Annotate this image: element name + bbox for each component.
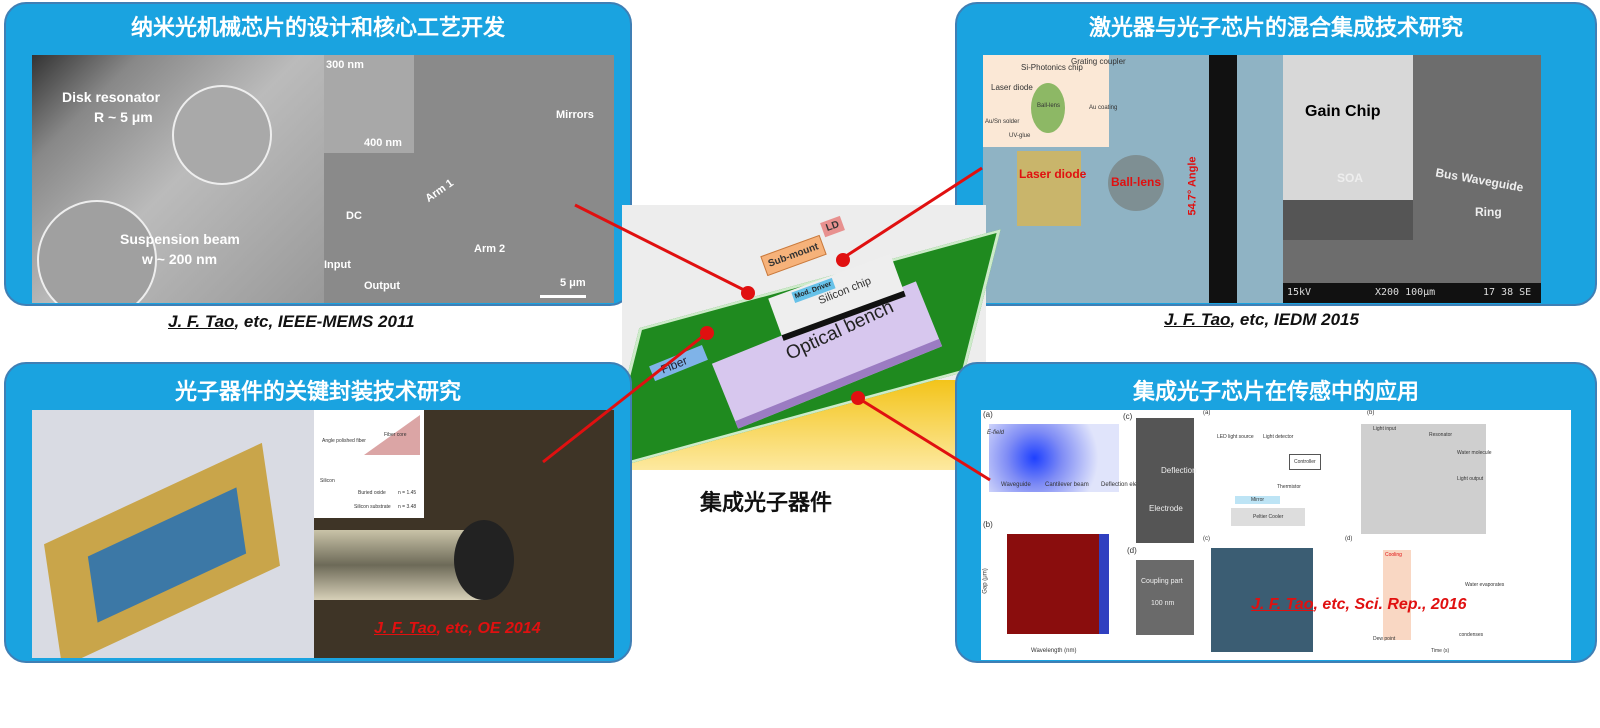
photo-packaged-module-image <box>32 410 314 658</box>
panel-title: 纳米光机械芯片的设计和核心工艺开发 <box>130 16 505 41</box>
label: E-field <box>987 430 1005 436</box>
label: 300 nm <box>326 59 364 71</box>
label: Cantilever beam <box>1045 482 1089 488</box>
label: Input <box>324 259 351 271</box>
panel-nano-optomechanical: 纳米光机械芯片的设计和核心工艺开发 Disk resonator R ~ 5 μ… <box>4 2 632 306</box>
label: Au coating <box>1089 105 1118 111</box>
label: Time (s) <box>1431 648 1450 654</box>
label: Ring <box>1475 205 1502 219</box>
label: (c) <box>1123 412 1133 421</box>
label: LED light source <box>1217 434 1254 440</box>
sensing-figures-image: (a) E-field Waveguide Cantilever beam De… <box>981 410 1571 660</box>
label: Deflection electrode <box>1101 482 1155 488</box>
citation-iedm-2015: J. F. Tao, etc, IEDM 2015 <box>1164 310 1359 329</box>
label: Water evaporates <box>1465 582 1505 588</box>
label: Au/Sn solder <box>985 119 1020 125</box>
label: Fiber core <box>384 432 407 438</box>
label: Laser diode <box>991 83 1033 92</box>
label: Thermistor <box>1277 484 1301 490</box>
integrated-photonic-device-diagram: Optical bench Silicon chip Sub-mount LD … <box>603 205 1001 471</box>
label: (a) <box>983 410 993 419</box>
label: (b) <box>1367 410 1375 416</box>
citation-ieee-mems-2011: J. F. Tao, etc, IEEE-MEMS 2011 <box>168 312 415 331</box>
panel-laser-hybrid-integration: 激光器与光子芯片的混合集成技术研究 Si-Photonics chip Grat… <box>955 2 1597 306</box>
citation-sci-rep-2016: J. F. Tao, etc, Sci. Rep., 2016 <box>1251 596 1467 613</box>
label: Arm 2 <box>474 243 506 255</box>
scale-bar-label: 5 μm <box>560 277 586 289</box>
label: Mirror <box>1235 496 1281 504</box>
label: Waveguide <box>1001 482 1031 488</box>
micrograph-fiber-coupling-image: Angle polished fiber Fiber core Silicon … <box>314 410 614 658</box>
label: (d) <box>1345 536 1353 542</box>
label: UV-glue <box>1009 133 1031 139</box>
sem-gain-chip-image: Gain Chip SOA Bus Waveguide Ring 15kV X2… <box>1283 55 1541 303</box>
label: 15kV <box>1287 287 1312 298</box>
label: (d) <box>1127 546 1137 555</box>
citation-oe-2014: J. F. Tao, etc, OE 2014 <box>374 620 541 637</box>
label: Electrode <box>1149 504 1183 513</box>
panel-packaging: 光子器件的关键封装技术研究 Angle polished fiber Fiber… <box>4 362 632 663</box>
label: Coupling part <box>1141 578 1183 585</box>
label: R ~ 5 μm <box>94 109 153 125</box>
label: SOA <box>1337 171 1364 185</box>
label: DC <box>346 210 362 222</box>
label: Peltier Cooler <box>1231 508 1306 526</box>
label: Mirrors <box>556 109 594 121</box>
label: Suspension beam <box>120 231 240 247</box>
panel-title: 光子器件的关键封装技术研究 <box>174 380 461 405</box>
label: Ball-lens <box>1037 103 1061 109</box>
label: w ~ 200 nm <box>142 251 218 267</box>
sem-mzi-image: 300 nm 400 nm Mirrors Arm 1 Arm 2 DC Inp… <box>324 55 614 303</box>
label: Light output <box>1457 476 1484 482</box>
label: Dew point <box>1373 636 1396 642</box>
label: n = 1.45 <box>398 490 417 496</box>
label: Gain Chip <box>1305 103 1381 120</box>
label: 17 38 SE <box>1483 287 1532 298</box>
label: Laser diode <box>1019 167 1087 181</box>
label: (c) <box>1203 536 1210 542</box>
label: Resonator <box>1429 432 1453 438</box>
label: X200 100μm <box>1375 287 1436 298</box>
label: n = 3.48 <box>398 504 417 510</box>
label: Wavelength (nm) <box>1031 648 1077 654</box>
label: Deflection <box>1161 466 1197 475</box>
label: Buried oxide <box>358 490 386 496</box>
label: Silicon substrate <box>354 504 391 510</box>
panel-title: 集成光子芯片在传感中的应用 <box>1132 380 1419 405</box>
panel-title: 激光器与光子芯片的混合集成技术研究 <box>1088 16 1463 41</box>
label: Si-Photonics chip <box>1021 63 1083 72</box>
label: Disk resonator <box>62 89 161 105</box>
label: Angle polished fiber <box>322 438 366 444</box>
label: (b) <box>983 520 993 529</box>
label: 100 nm <box>1151 600 1175 607</box>
label: condenses <box>1459 632 1484 638</box>
label: Silicon <box>320 478 335 484</box>
micrograph-laser-ball-lens-image: Si-Photonics chip Grating coupler Laser … <box>983 55 1283 303</box>
label: Water molecule <box>1457 450 1492 456</box>
label: Cooling <box>1385 552 1402 558</box>
label: 400 nm <box>364 137 402 149</box>
label: Output <box>364 280 401 292</box>
sem-disk-resonator-image: Disk resonator R ~ 5 μm Suspension beam … <box>32 55 324 303</box>
label: Light input <box>1373 426 1397 432</box>
label: Light detector <box>1263 434 1294 440</box>
label: Grating coupler <box>1071 57 1126 66</box>
center-caption: 集成光子器件 <box>700 491 833 516</box>
label: (a) <box>1203 410 1211 416</box>
label: Ball-lens <box>1111 175 1162 189</box>
label: Controller <box>1289 454 1321 470</box>
panel-sensing-applications: 集成光子芯片在传感中的应用 (a) E-field Waveguide Cant… <box>955 362 1597 663</box>
